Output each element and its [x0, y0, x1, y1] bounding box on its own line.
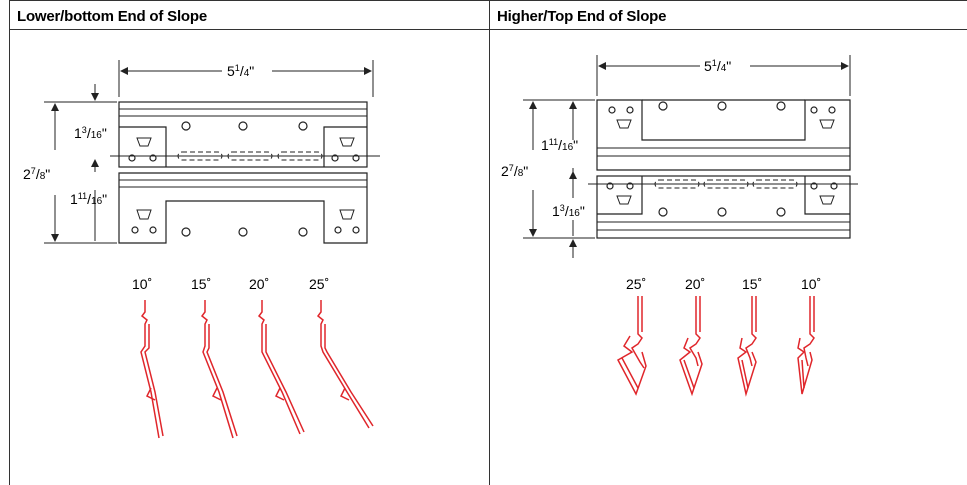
higher-profile-15: [737, 296, 757, 397]
upper-plate: [118, 101, 368, 168]
lower-profiles: [140, 300, 374, 439]
lower-plate: [118, 172, 368, 244]
lower-profile-15: [200, 300, 238, 439]
higher-bottom-dim-label: 13/16": [552, 203, 585, 219]
lower-profile-20: [257, 300, 305, 435]
higher-width-label: 51/4": [704, 58, 731, 74]
higher-angle-label: 10˚: [801, 276, 821, 292]
lower-profile-25: [316, 300, 374, 429]
higher-end-panel: Higher/Top End of Slope: [489, 0, 967, 485]
higher-profile-10: [797, 296, 815, 395]
upper-plate: [596, 99, 851, 171]
top-border: [9, 0, 967, 1]
lower-top-dim-label: 13/16": [74, 125, 107, 141]
higher-total-height-label: 27/8": [501, 163, 528, 179]
header-divider: [9, 29, 967, 30]
higher-profiles: [616, 296, 815, 397]
lower-plate: [596, 175, 851, 239]
lower-angle-label: 10˚: [132, 276, 152, 292]
higher-angle-label: 20˚: [685, 276, 705, 292]
higher-end-diagram: [523, 55, 858, 258]
lower-angle-label: 25˚: [309, 276, 329, 292]
left-border: [9, 0, 10, 485]
lower-total-height-label: 27/8": [23, 166, 50, 182]
higher-profile-20: [679, 296, 703, 397]
lower-profile-10: [140, 300, 164, 439]
higher-end-title: Higher/Top End of Slope: [497, 8, 667, 25]
lower-end-diagram: [44, 60, 380, 244]
lower-angle-label: 15˚: [191, 276, 211, 292]
panel-divider: [489, 0, 490, 485]
higher-angle-label: 25˚: [626, 276, 646, 292]
higher-top-dim-label: 111/16": [541, 137, 578, 153]
lower-bottom-dim-label: 111/16": [70, 191, 107, 207]
higher-angle-label: 15˚: [742, 276, 762, 292]
lower-end-panel: Lower/bottom End of Slope: [9, 0, 489, 485]
higher-profile-25: [616, 296, 647, 396]
lower-width-label: 51/4": [227, 63, 254, 79]
lower-angle-label: 20˚: [249, 276, 269, 292]
lower-end-title: Lower/bottom End of Slope: [17, 8, 207, 25]
